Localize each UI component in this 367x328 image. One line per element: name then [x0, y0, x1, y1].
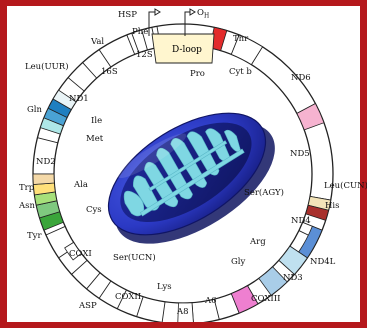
label-cytb: Cyt b	[229, 68, 252, 77]
label-leu-cun: Leu(CUN)	[324, 182, 367, 191]
label-nd6: ND6	[291, 74, 311, 83]
mtdna-map: D-loop	[7, 6, 360, 322]
label-nd4l: ND4L	[310, 258, 335, 267]
label-thr: Thr	[233, 35, 248, 44]
label-ser-ucn: Ser(UCN)	[113, 254, 156, 263]
label-nd1: ND1	[69, 95, 89, 104]
label-oh-sub: H	[204, 13, 209, 20]
label-ser-agy: Ser(AGY)	[244, 189, 284, 198]
label-nd4: ND4	[291, 217, 311, 226]
label-met: Met	[86, 135, 103, 144]
label-16s: 16S	[101, 68, 118, 77]
label-oh-main: O	[197, 8, 204, 18]
label-a8: A8	[177, 308, 189, 317]
label-pro: Pro	[190, 70, 205, 79]
label-trp: Trp	[19, 184, 34, 193]
label-gln: Gln	[27, 106, 42, 115]
label-12s: 12S	[136, 51, 153, 60]
label-coxi: COXI	[69, 250, 92, 259]
dloop-region: D-loop	[152, 34, 214, 63]
label-nd5: ND5	[290, 150, 310, 159]
label-nd3: ND3	[283, 274, 303, 283]
label-asp: ASP	[79, 302, 97, 311]
label-val: Val	[91, 38, 104, 47]
label-arg: Arg	[250, 238, 266, 247]
label-asn: Asn	[19, 202, 35, 211]
label-oh: OH	[197, 9, 209, 20]
label-gly: Gly	[231, 258, 245, 267]
label-a6: A6	[205, 297, 217, 306]
label-coxiii: COXIII	[251, 295, 280, 304]
dloop-label: D-loop	[172, 45, 202, 55]
label-ala: Ala	[74, 181, 88, 190]
label-his: His	[325, 202, 340, 211]
label-coxii: COXII	[115, 293, 141, 302]
label-hsp: HSP	[118, 11, 137, 20]
label-lys: Lys	[157, 283, 172, 292]
label-phe: Phe	[132, 28, 148, 37]
trp-segment	[33, 174, 54, 184]
label-tyr: Tyr	[27, 232, 42, 241]
label-leu-uur: Leu(UUR)	[25, 63, 69, 72]
label-cys: Cys	[86, 206, 102, 215]
label-ile: Ile	[91, 117, 102, 126]
label-nd2: ND2	[36, 158, 56, 167]
frame: D-loop	[7, 6, 360, 322]
